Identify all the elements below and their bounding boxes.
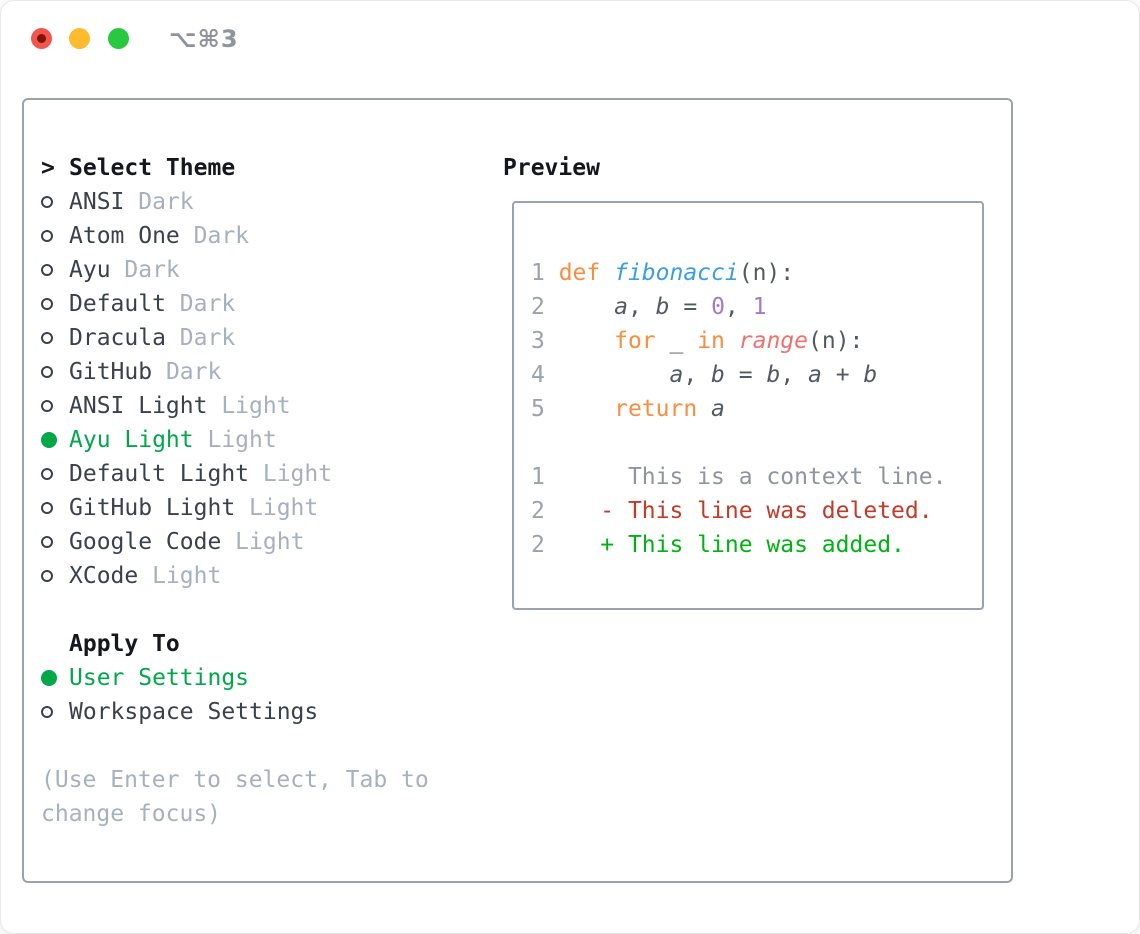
apply-option-label: User Settings: [69, 665, 250, 691]
apply-to-header: Apply To: [69, 631, 180, 657]
line-number: 2: [531, 498, 559, 524]
preview-line: 4 a, b = b, a + b: [531, 362, 878, 388]
theme-variant: Dark: [110, 257, 180, 283]
line-number: 4: [531, 362, 559, 388]
radio-icon: [41, 502, 53, 514]
theme-list-item[interactable]: Ayu Light Light: [41, 423, 501, 457]
window-title: ⌥⌘3: [169, 25, 239, 53]
theme-name: Default: [69, 291, 166, 317]
radio-icon: [41, 536, 53, 548]
radio-icon: [41, 264, 53, 276]
line-number: 2: [531, 532, 559, 558]
minimize-button[interactable]: [69, 28, 90, 49]
theme-variant: Dark: [152, 359, 222, 385]
zoom-button[interactable]: [108, 28, 129, 49]
line-number: 3: [531, 328, 559, 354]
theme-list-item[interactable]: Default Dark: [41, 287, 501, 321]
preview-column: Preview 1 def fibonacci(n): 2 a, b = 0, …: [503, 151, 1003, 610]
preview-line: 2 + This line was added.: [531, 532, 905, 558]
theme-name: Default Light: [69, 461, 250, 487]
theme-variant: Light: [249, 461, 333, 487]
radio-icon: [41, 570, 53, 582]
theme-list-header-row: > Select Theme: [41, 151, 501, 185]
radio-icon: [41, 366, 53, 378]
close-dot-icon: [37, 34, 46, 43]
theme-variant: Dark: [179, 223, 250, 249]
apply-to-options: User Settings Workspace Settings: [41, 661, 501, 729]
line-number: 1: [531, 464, 559, 490]
theme-variant: Dark: [165, 291, 236, 317]
line-number: [531, 226, 559, 252]
theme-variant: Light: [138, 563, 222, 589]
apply-option[interactable]: Workspace Settings: [41, 695, 501, 729]
theme-name: XCode: [69, 563, 139, 589]
radio-icon: [41, 196, 53, 208]
theme-list-item[interactable]: Default Light Light: [41, 457, 501, 491]
help-text: (Use Enter to select, Tab to change focu…: [41, 767, 429, 827]
theme-list-item[interactable]: Ayu Dark: [41, 253, 501, 287]
theme-name: GitHub Light: [69, 495, 236, 521]
apply-option-label: Workspace Settings: [69, 699, 319, 725]
theme-variant: Dark: [165, 325, 236, 351]
theme-name: GitHub: [69, 359, 153, 385]
spacer: [41, 593, 501, 627]
theme-name: Google Code: [69, 529, 222, 555]
radio-icon: [41, 332, 53, 344]
preview-line: 2 a, b = 0, 1: [531, 294, 767, 320]
main-panel: > Select Theme ANSI Dark Atom One Dark A…: [22, 98, 1013, 883]
line-number: 1: [531, 260, 559, 286]
radio-icon: [41, 670, 57, 686]
radio-icon: [41, 298, 53, 310]
theme-list-item[interactable]: ANSI Light Light: [41, 389, 501, 423]
theme-list-item[interactable]: Dracula Dark: [41, 321, 501, 355]
preview-line: 1 This is a context line.: [531, 464, 947, 490]
theme-name: Atom One: [69, 223, 180, 249]
theme-list-item[interactable]: GitHub Dark: [41, 355, 501, 389]
line-number: 5: [531, 396, 559, 422]
theme-name: Ayu: [69, 257, 111, 283]
preview-line: [531, 222, 982, 256]
theme-variant: Light: [207, 393, 291, 419]
theme-name: Dracula: [69, 325, 166, 351]
preview-line: 2 - This line was deleted.: [531, 498, 933, 524]
theme-variant: Light: [221, 529, 305, 555]
theme-list: ANSI Dark Atom One Dark Ayu Dark Default…: [41, 185, 501, 593]
preview-code: 1 def fibonacci(n): 2 a, b = 0, 1 3 for …: [531, 222, 982, 562]
prompt-icon: >: [41, 155, 55, 181]
theme-list-item[interactable]: GitHub Light Light: [41, 491, 501, 525]
theme-list-item[interactable]: Atom One Dark: [41, 219, 501, 253]
theme-list-header: Select Theme: [69, 155, 236, 181]
line-number: 2: [531, 294, 559, 320]
theme-name: Ayu Light: [69, 427, 194, 453]
radio-icon: [41, 432, 57, 448]
theme-selector-column: > Select Theme ANSI Dark Atom One Dark A…: [41, 151, 501, 831]
theme-variant: Dark: [124, 189, 194, 215]
preview-line: 3 for _ in range(n):: [531, 328, 864, 354]
line-number: [531, 430, 559, 456]
preview-header: Preview: [503, 155, 600, 181]
theme-variant: Light: [193, 427, 277, 453]
theme-name: ANSI Light: [69, 393, 208, 419]
theme-list-item[interactable]: Google Code Light: [41, 525, 501, 559]
preview-line: 1 def fibonacci(n):: [531, 260, 795, 286]
theme-list-item[interactable]: XCode Light: [41, 559, 501, 593]
titlebar: ⌥⌘3: [1, 1, 1139, 71]
close-button[interactable]: [31, 28, 52, 49]
theme-name: ANSI: [69, 189, 125, 215]
radio-icon: [41, 230, 53, 242]
theme-list-item[interactable]: ANSI Dark: [41, 185, 501, 219]
preview-pane: 1 def fibonacci(n): 2 a, b = 0, 1 3 for …: [512, 201, 984, 610]
radio-icon: [41, 400, 53, 412]
radio-icon: [41, 706, 53, 718]
apply-option[interactable]: User Settings: [41, 661, 501, 695]
preview-line: 5 return a: [531, 396, 725, 422]
preview-line: [531, 426, 982, 460]
theme-variant: Light: [235, 495, 319, 521]
radio-icon: [41, 468, 53, 480]
